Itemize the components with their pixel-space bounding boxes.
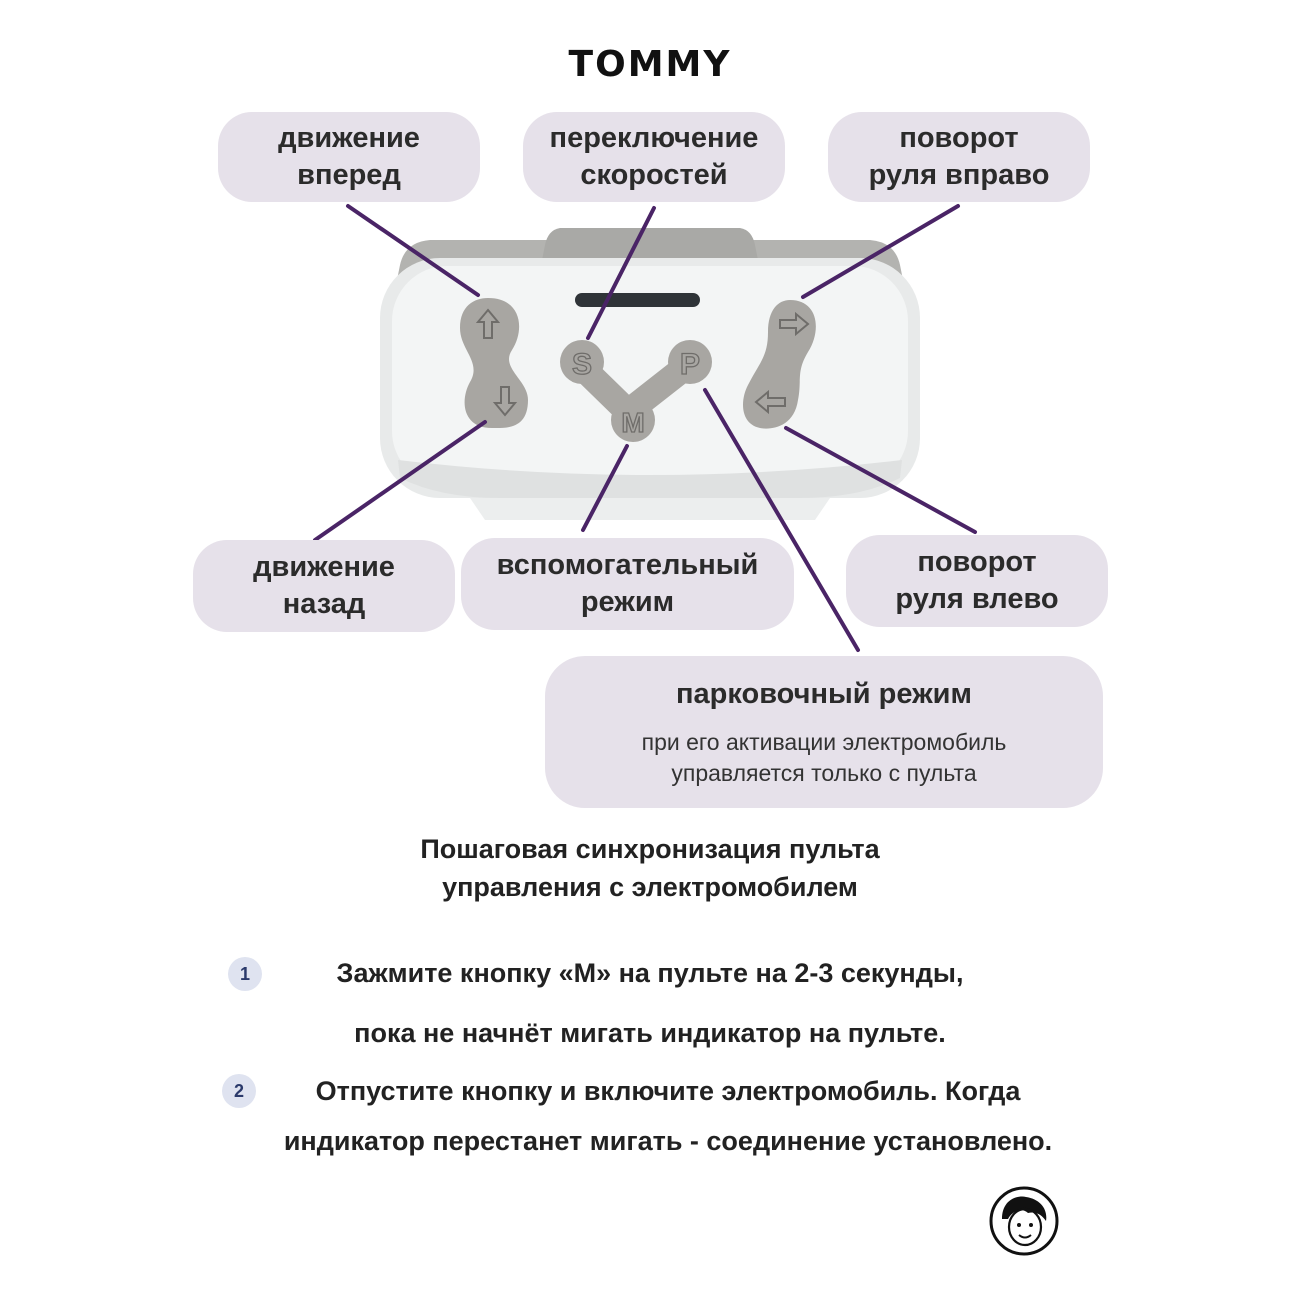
label-speed-switch: переключение скоростей: [523, 112, 785, 202]
label-parking-mode: парковочный режим при его активации элек…: [545, 656, 1103, 808]
speed-button[interactable]: S: [560, 340, 604, 384]
label-turn-left-text: поворот руля влево: [895, 546, 1059, 615]
remote-control: [380, 228, 920, 520]
label-speed-switch-text: переключение скоростей: [549, 122, 759, 191]
speed-button-label: S: [572, 348, 592, 381]
label-aux-mode-text: вспомогательный режим: [496, 549, 759, 618]
arrow-down-icon: [492, 386, 518, 417]
label-turn-right-text: поворот руля вправо: [868, 122, 1050, 191]
label-forward: движение вперед: [218, 112, 480, 202]
connector-speed: [586, 206, 656, 340]
step-2-line-1: Отпустите кнопку и включите электромобил…: [315, 1076, 1021, 1106]
aux-mode-button[interactable]: M: [611, 398, 655, 442]
step-2-badge: 2: [222, 1074, 256, 1108]
step-1-number: 1: [239, 963, 250, 984]
step-1-badge: 1: [228, 957, 262, 991]
label-turn-left: поворот руля влево: [846, 535, 1108, 627]
step-1: Зажмите кнопку «М» на пульте на 2-3 секу…: [0, 948, 1300, 1058]
step-1-line-1: Зажмите кнопку «М» на пульте на 2-3 секу…: [336, 958, 964, 988]
step-2-number: 2: [233, 1080, 244, 1101]
connector-turn-right: [801, 204, 960, 299]
connector-forward: [346, 204, 480, 297]
turn-left-button[interactable]: [754, 389, 786, 415]
arrow-up-icon: [475, 308, 501, 339]
indicator-led: [575, 293, 700, 307]
label-turn-right: поворот руля вправо: [828, 112, 1090, 202]
brand-logo: TOMMY: [568, 44, 732, 85]
step-1-line-2: пока не начнёт мигать индикатор на пульт…: [354, 1018, 946, 1048]
parking-description: при его активации электромобиль управляе…: [641, 729, 1007, 786]
arrow-left-icon: [754, 389, 786, 415]
connector-lines: [313, 204, 977, 652]
step-2: Отпустите кнопку и включите электромобил…: [0, 1066, 1300, 1166]
parking-title: парковочный режим: [676, 678, 972, 710]
connector-backward: [313, 420, 487, 542]
forward-back-pad: [460, 298, 528, 429]
label-aux-mode: вспомогательный режим: [461, 538, 794, 630]
step-2-line-2: индикатор перестанет мигать - соединение…: [283, 1126, 1053, 1156]
label-forward-text: движение вперед: [278, 122, 420, 191]
mode-button-label: M: [621, 407, 644, 438]
arrow-right-icon: [779, 311, 810, 337]
park-button[interactable]: P: [668, 340, 712, 384]
sync-heading: Пошаговая синхронизация пульта управлени…: [420, 834, 880, 902]
turn-right-button[interactable]: [779, 311, 810, 337]
label-backward-text: движение назад: [253, 551, 395, 620]
connector-aux: [581, 444, 629, 532]
label-backward: движение назад: [193, 540, 455, 632]
connector-turn-left: [784, 426, 977, 534]
backward-button[interactable]: [492, 386, 518, 417]
forward-button[interactable]: [475, 308, 501, 339]
mascot-logo-icon: [989, 1186, 1059, 1256]
connector-park: [703, 388, 860, 652]
park-button-label: P: [680, 348, 700, 381]
